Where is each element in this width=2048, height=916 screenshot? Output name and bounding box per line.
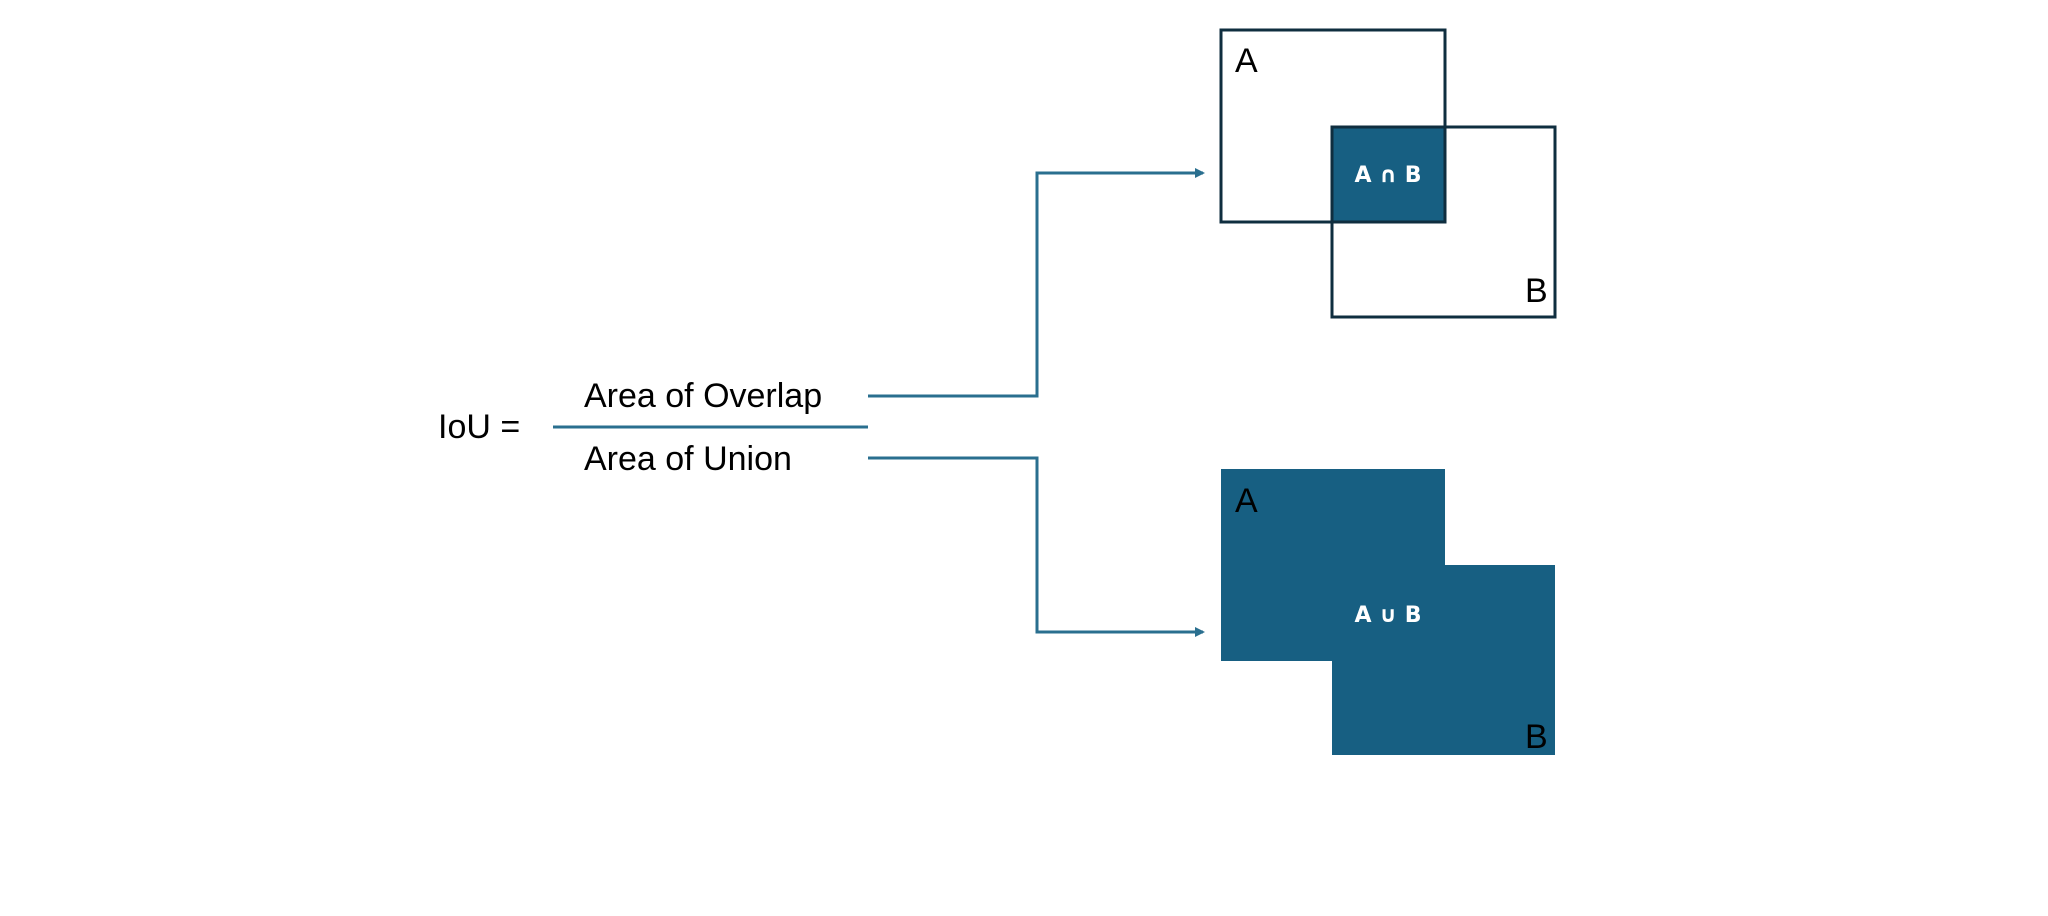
overlap-connector-arrow: [868, 168, 1205, 398]
denominator-label: Area of Union: [584, 440, 792, 478]
box-b-outline: [1330, 125, 1557, 319]
union-diagram: A B A ∪ B: [1221, 469, 1555, 756]
box-a-label: A: [1235, 42, 1258, 80]
intersection-label: A ∩ B: [1355, 163, 1422, 188]
union-box-b-label: B: [1525, 718, 1548, 756]
intersection-region: [1332, 127, 1445, 222]
union-box-a-label: A: [1235, 482, 1258, 520]
union-connector-arrow: [868, 456, 1205, 637]
box-b-label: B: [1525, 272, 1548, 310]
overlap-diagram: A B A ∩ B: [1219, 28, 1557, 319]
numerator-label: Area of Overlap: [584, 377, 822, 415]
iou-label: IoU =: [438, 408, 520, 446]
union-box-b: [1332, 565, 1555, 755]
union-label: A ∪ B: [1355, 603, 1422, 628]
